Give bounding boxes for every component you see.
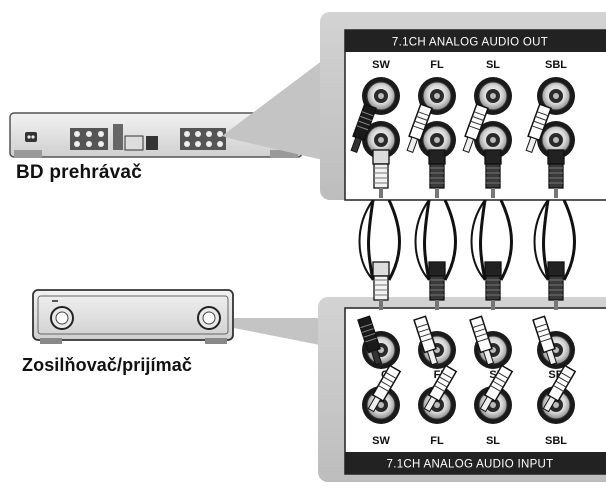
- cable-pair-4: [525, 103, 577, 413]
- out-plug-2: [428, 149, 446, 198]
- out-jack-row2-4: [537, 121, 575, 159]
- cable-pair-3: [462, 103, 514, 413]
- in-angled-plug-b-4: [542, 364, 577, 413]
- cable-pair-2: [406, 103, 458, 413]
- out-jack-sw: [362, 77, 400, 115]
- in-angled-plug-a-3: [469, 315, 495, 366]
- bd-power-socket: [25, 132, 37, 142]
- bd-player: [9, 112, 303, 158]
- in-angled-plug-b-3: [479, 364, 514, 413]
- out-jack-label-sw: SW: [372, 59, 390, 71]
- in-angled-plug-b-1: [367, 364, 402, 413]
- out-jack-label-sbl: SBL: [545, 59, 567, 71]
- out-jack-label-fl: FL: [430, 59, 444, 71]
- amplifier-left-knob: [50, 306, 74, 330]
- in-angled-plug-a-1: [357, 315, 383, 366]
- amplifier-right-knob: [197, 306, 221, 330]
- cable-pair-1: [350, 103, 402, 413]
- in-plug-3: [484, 261, 502, 310]
- out-jack-row2-2: [418, 121, 456, 159]
- audio-out-title: 7.1CH ANALOG AUDIO OUT: [392, 37, 548, 49]
- in-jack-bottom-label-sw: SW: [372, 435, 390, 447]
- out-jack-label-sl: SL: [486, 59, 500, 71]
- bd-player-label: BD prehrávač: [16, 162, 142, 183]
- out-angled-plug-4: [525, 103, 552, 154]
- in-jack-bottom-label-fl: FL: [430, 435, 444, 447]
- in-angled-plug-a-4: [532, 315, 558, 366]
- out-plug-1: [372, 149, 390, 198]
- amp-callout-wedge: [234, 318, 320, 345]
- out-jack-sbl: [537, 77, 575, 115]
- in-jack-bottom-fl: [418, 386, 456, 424]
- out-angled-plug-3: [462, 103, 489, 154]
- out-angled-plug-2: [406, 103, 433, 154]
- bd-rear-jacks: [70, 124, 226, 151]
- bd-callout-wedge: [222, 60, 323, 160]
- in-jack-bottom-label-sbl: SBL: [545, 435, 567, 447]
- out-jack-fl: [418, 77, 456, 115]
- in-plug-4: [547, 261, 565, 310]
- out-plug-4: [547, 149, 565, 198]
- out-jack-row2-3: [474, 121, 512, 159]
- audio-in-title: 7.1CH ANALOG AUDIO INPUT: [387, 459, 554, 471]
- in-jack-bottom-label-sl: SL: [486, 435, 500, 447]
- amplifier-label: Zosilňovač/prijímač: [22, 355, 192, 375]
- in-angled-plug-a-2: [413, 315, 439, 366]
- in-plug-1: [372, 261, 390, 310]
- out-jack-sl: [474, 77, 512, 115]
- out-plug-3: [484, 149, 502, 198]
- in-angled-plug-b-2: [423, 364, 458, 413]
- amplifier: [32, 289, 234, 344]
- out-angled-plug-1: [350, 103, 377, 154]
- in-plug-2: [428, 261, 446, 310]
- out-jack-row2-1: [362, 121, 400, 159]
